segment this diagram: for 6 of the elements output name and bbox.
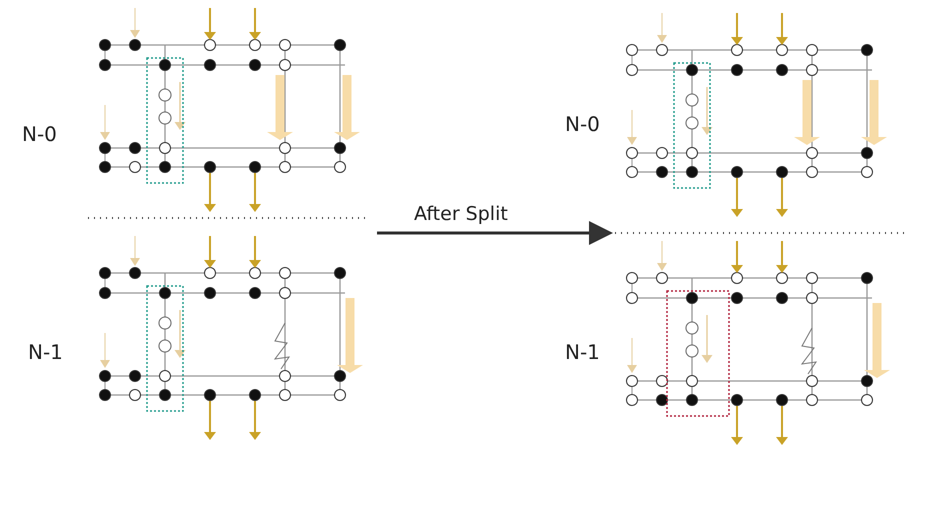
panel-label: N-0 (565, 112, 600, 136)
panel-label: N-0 (22, 122, 57, 146)
arrow (377, 221, 613, 245)
panel-label: N-1 (565, 340, 600, 364)
edge-label: After Split (412, 203, 510, 225)
panel-label: N-1 (28, 340, 63, 364)
